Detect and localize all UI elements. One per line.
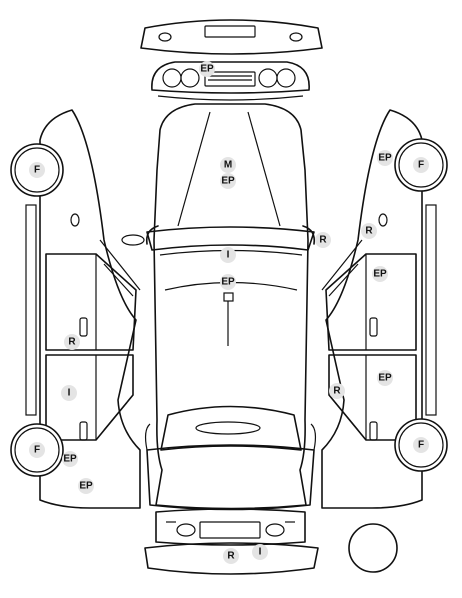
svg-text:EP: EP xyxy=(221,277,235,288)
badge-right-rear-door-top[interactable]: EP xyxy=(377,370,393,386)
front-end xyxy=(155,508,306,546)
svg-text:R: R xyxy=(227,551,235,562)
svg-text:R: R xyxy=(319,235,327,246)
rear-end xyxy=(151,61,310,101)
spare-wheel-circle xyxy=(348,523,398,573)
badge-right-front-mirror[interactable]: R xyxy=(315,232,331,248)
badge-right-rear-door-bottom[interactable]: R xyxy=(329,383,345,399)
svg-text:EP: EP xyxy=(63,454,77,465)
svg-text:F: F xyxy=(34,165,40,176)
svg-text:F: F xyxy=(418,160,424,171)
svg-text:F: F xyxy=(418,440,424,451)
badge-rear-left-wheel[interactable]: F xyxy=(29,442,45,458)
badge-rear-bumper[interactable]: EP xyxy=(199,61,215,77)
badge-roof-bottom[interactable]: EP xyxy=(220,173,236,189)
svg-text:I: I xyxy=(227,250,230,261)
badge-right-front-fender[interactable]: EP xyxy=(377,150,393,166)
badge-right-mirror[interactable]: R xyxy=(361,223,377,239)
badge-roof-top[interactable]: M xyxy=(220,157,236,173)
badge-front-bumper-left[interactable]: R xyxy=(223,548,239,564)
svg-text:F: F xyxy=(34,445,40,456)
svg-text:EP: EP xyxy=(200,64,214,75)
badge-front-bumper-right[interactable]: I xyxy=(252,544,268,560)
badge-hood-top[interactable]: I xyxy=(220,247,236,263)
badge-right-front-door[interactable]: EP xyxy=(372,266,388,282)
svg-text:I: I xyxy=(259,547,262,558)
car-body-top-view xyxy=(121,103,317,511)
svg-text:EP: EP xyxy=(378,153,392,164)
svg-text:EP: EP xyxy=(373,269,387,280)
svg-text:EP: EP xyxy=(79,481,93,492)
badge-rear-right-wheel[interactable]: F xyxy=(413,437,429,453)
front-bumper xyxy=(144,542,319,575)
rear-bumper xyxy=(140,19,323,55)
badge-rear-left-lower[interactable]: EP xyxy=(78,478,94,494)
svg-text:EP: EP xyxy=(221,176,235,187)
svg-text:I: I xyxy=(68,388,71,399)
svg-text:R: R xyxy=(333,386,341,397)
svg-text:EP: EP xyxy=(378,373,392,384)
car-left-side xyxy=(25,109,141,509)
svg-text:R: R xyxy=(68,337,76,348)
badge-front-left-wheel[interactable]: F xyxy=(29,162,45,178)
badge-hood-bottom[interactable]: EP xyxy=(220,274,236,290)
badge-left-rear-door[interactable]: I xyxy=(61,385,77,401)
svg-text:R: R xyxy=(365,226,373,237)
svg-text:M: M xyxy=(224,160,232,171)
badge-front-right-wheel[interactable]: F xyxy=(413,157,429,173)
badge-rear-left-quarter[interactable]: EP xyxy=(62,451,78,467)
badge-left-front-door[interactable]: R xyxy=(64,334,80,350)
